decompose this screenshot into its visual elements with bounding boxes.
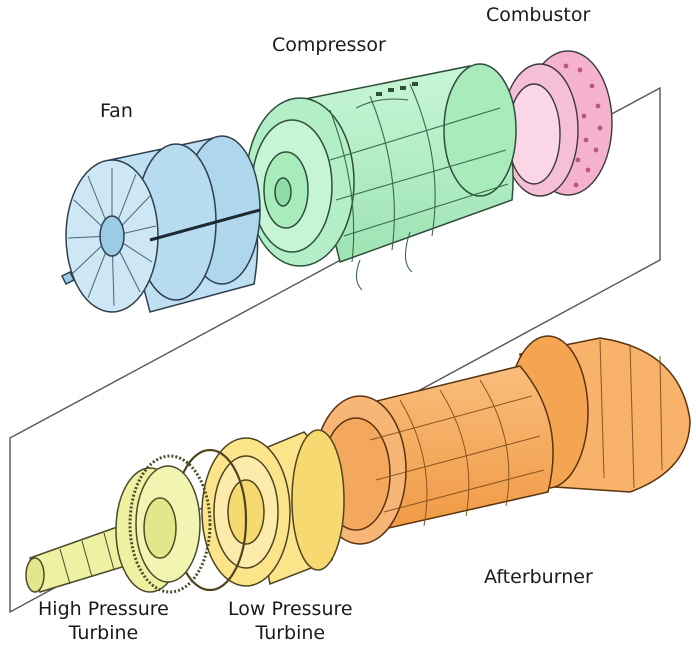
high-pressure-turbine-label: High Pressure Turbine — [38, 598, 169, 646]
lpt-label-line1: Low Pressure — [228, 598, 353, 620]
lpt-label-line2: Turbine — [255, 621, 326, 644]
hpt-label-line2: Turbine — [68, 621, 139, 644]
combustor-label: Combustor — [486, 4, 591, 26]
fan-label: Fan — [100, 100, 133, 122]
hpt-label-line1: High Pressure — [38, 598, 169, 620]
afterburner-part — [313, 335, 691, 545]
high-pressure-turbine-part — [25, 454, 212, 594]
fan-part — [60, 135, 261, 313]
compressor-part — [245, 63, 517, 291]
afterburner-label: Afterburner — [484, 566, 593, 588]
low-pressure-turbine-label: Low Pressure Turbine — [228, 598, 353, 646]
combustor-part — [501, 50, 613, 197]
compressor-label: Compressor — [272, 34, 386, 56]
low-pressure-turbine-part — [172, 429, 345, 592]
